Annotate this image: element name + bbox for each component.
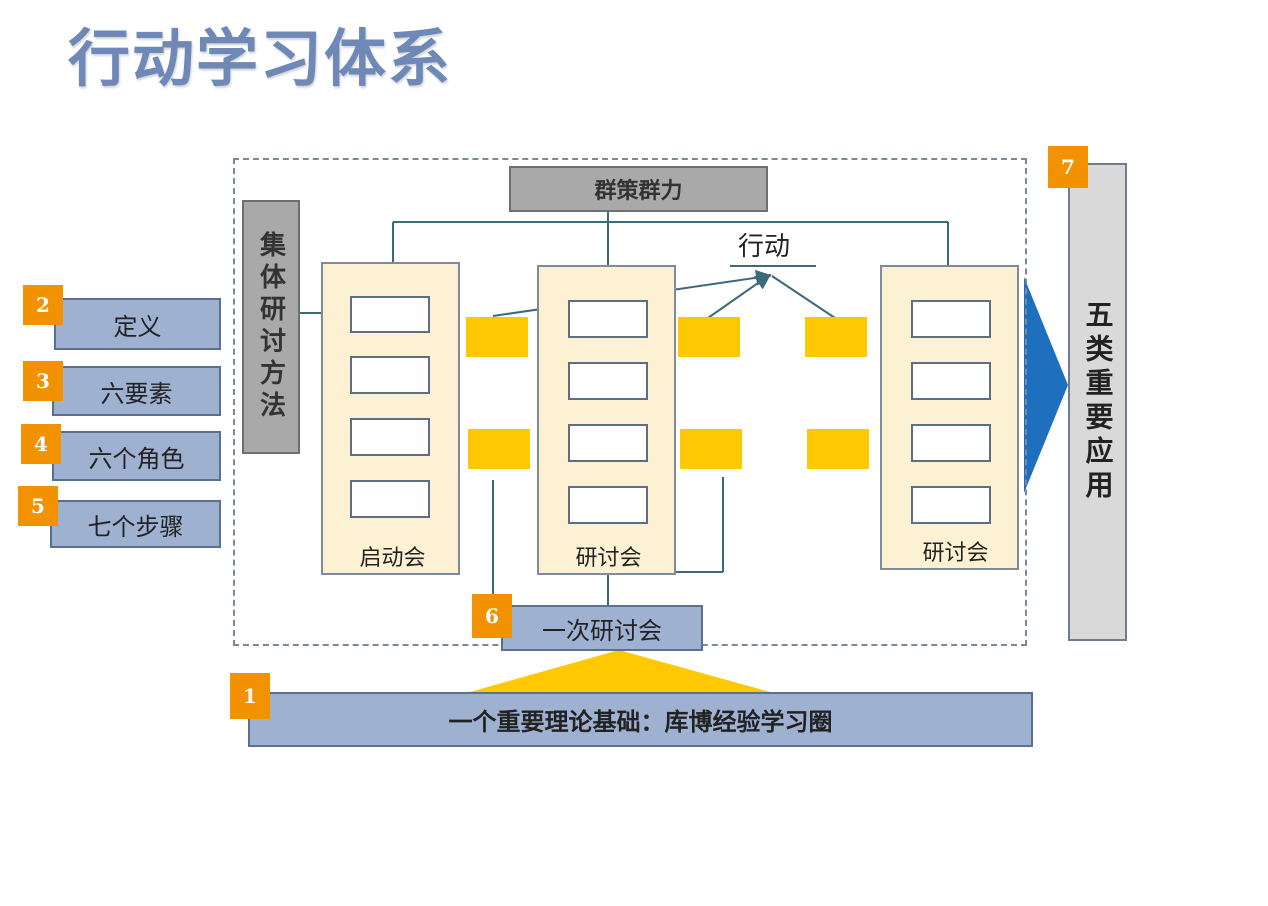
interval-block (468, 429, 530, 469)
workshop-step (911, 362, 991, 400)
workshop-step (911, 486, 991, 524)
kickoff-step (350, 356, 430, 394)
six-elements-box: 六要素 (52, 366, 221, 416)
foundation-bar: 一个重要理论基础：库博经验学习圈 (248, 692, 1033, 747)
six-elements-badge: 3 (23, 361, 63, 401)
interval-block (805, 317, 867, 357)
kickoff-step (350, 296, 430, 333)
applications-bar: 五类重要应用 (1068, 163, 1127, 641)
kickoff-step (350, 480, 430, 518)
interval-block (680, 429, 742, 469)
workshop-step (911, 424, 991, 462)
seven-steps-badge: 5 (18, 486, 58, 526)
six-roles-badge: 4 (21, 424, 61, 464)
page-title: 行动学习体系 (68, 22, 453, 95)
workshop-step (568, 300, 648, 338)
seven-steps-box: 七个步骤 (50, 500, 221, 548)
top-bar: 群策群力 (509, 166, 768, 212)
six-roles-box: 六个角色 (52, 431, 221, 481)
interval-block (807, 429, 869, 469)
method-bar-label: 集体研讨方法 (255, 231, 286, 423)
workshop-step (911, 300, 991, 338)
applications-label: 五类重要应用 (1081, 300, 1115, 504)
definition-box: 定义 (54, 298, 221, 350)
kickoff-label: 启动会 (359, 546, 426, 571)
session-box: 一次研讨会 (501, 605, 703, 651)
forward-arrow-icon (1024, 277, 1068, 493)
workshop-step (568, 486, 648, 524)
workshop-label: 研讨会 (575, 546, 642, 571)
interval-block (466, 317, 528, 357)
workshop-label: 研讨会 (922, 541, 989, 566)
foundation-triangle (470, 650, 770, 692)
action-label: 行动 (738, 232, 791, 262)
definition-badge: 2 (23, 285, 63, 325)
foundation-badge: 1 (230, 673, 270, 719)
session-badge: 6 (472, 594, 512, 638)
applications-badge: 7 (1048, 146, 1088, 188)
workshop-step (568, 362, 648, 400)
method-bar: 集体研讨方法 (242, 200, 300, 454)
workshop-step (568, 424, 648, 462)
interval-block (678, 317, 740, 357)
kickoff-step (350, 418, 430, 456)
